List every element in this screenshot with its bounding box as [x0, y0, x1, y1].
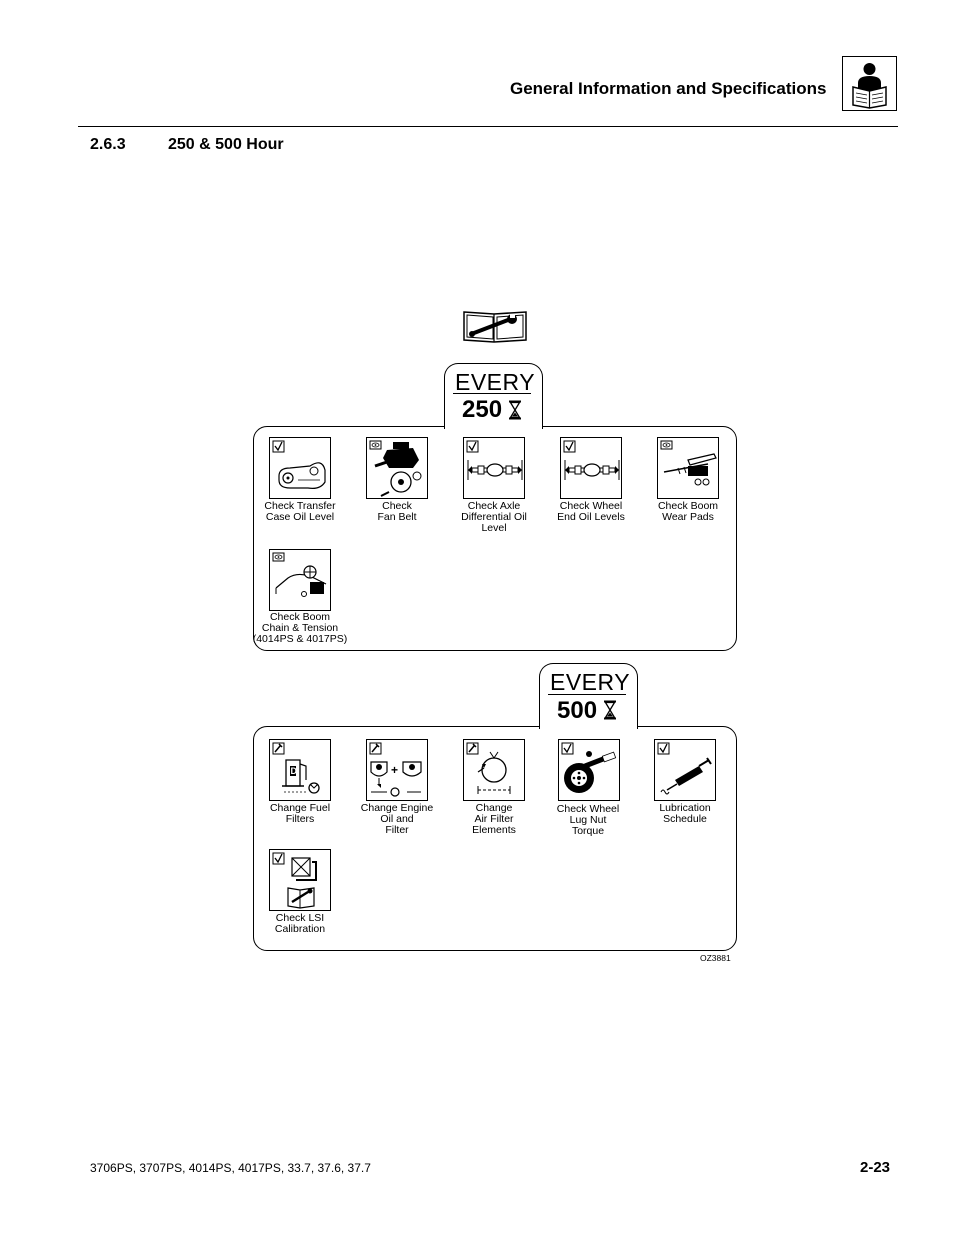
item-label: Check Boom Wear Pads [657, 500, 719, 523]
schedule-500-tab [539, 663, 638, 729]
manual-wrench-icon [462, 308, 528, 349]
item-label: Check Transfer Case Oil Level [264, 500, 336, 523]
boom-chain-icon [269, 549, 331, 611]
footer-models: 3706PS, 3707PS, 4014PS, 4017PS, 33.7, 37… [90, 1161, 371, 1175]
item-label: Check Fan Belt [377, 500, 417, 523]
schedule-250-tab [444, 363, 543, 429]
svg-text:+: + [391, 763, 398, 777]
item-label: Check Boom Chain & Tension (4014PS & 401… [252, 611, 348, 645]
axle-icon [463, 437, 525, 499]
schedule-500-hours: 500 [557, 697, 598, 724]
lsi-calibration-icon [269, 849, 331, 911]
section-title: 250 & 500 Hour [168, 136, 284, 153]
item-label: Check Wheel End Oil Levels [557, 500, 625, 523]
item-label: Check Wheel Lug Nut Torque [556, 803, 620, 837]
boom-wear-pads-icon [657, 437, 719, 499]
fuel-filter-icon: D [269, 739, 331, 801]
fan-belt-icon [366, 437, 428, 499]
page-number: 2-23 [860, 1159, 891, 1176]
transfer-case-icon [269, 437, 331, 499]
item-label: Check Axle Differential Oil Level [461, 500, 527, 534]
axle-wheel-end-icon [560, 437, 622, 499]
schedule-250-every: EVERY [455, 369, 536, 395]
item-label: Change Air Filter Elements [472, 802, 516, 836]
item-label: Change Engine Oil and Filter [360, 802, 434, 836]
figure-code: OZ3881 [700, 953, 731, 963]
engine-oil-icon: + [366, 739, 428, 801]
grease-gun-icon [654, 739, 716, 801]
item-label: Change Fuel Filters [269, 802, 331, 825]
air-filter-icon [463, 739, 525, 801]
header-divider [78, 126, 898, 127]
schedule-500-every: EVERY [550, 669, 631, 695]
schedule-250-hours: 250 [462, 396, 503, 423]
page-header-title: General Information and Specifications [510, 79, 827, 98]
hourglass-icon [603, 700, 617, 725]
lug-nut-torque-icon [558, 739, 620, 801]
item-label: Lubrication Schedule [659, 802, 711, 825]
item-label: Check LSI Calibration [274, 912, 326, 935]
manual-reader-icon [842, 56, 897, 111]
section-number: 2.6.3 [90, 136, 126, 153]
svg-text:D: D [291, 766, 298, 776]
hourglass-icon [508, 400, 522, 425]
